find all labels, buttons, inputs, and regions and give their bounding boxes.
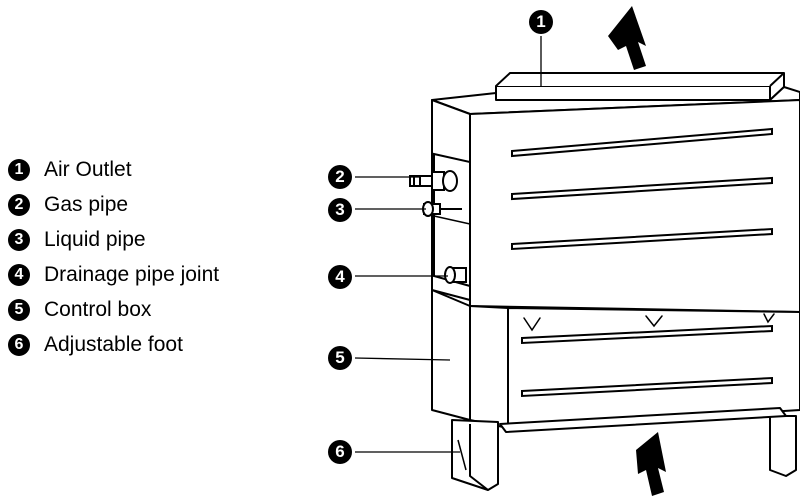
legend-label: Drainage pipe joint [44,262,220,286]
callout-2: 2 [328,165,352,189]
callout-1: 1 [529,10,553,34]
upper-grille-slot-3 [511,227,773,251]
legend-item-air-outlet: 1 Air Outlet [8,152,278,187]
outlet-airflow-arrow [608,6,646,70]
legend-label: Air Outlet [44,157,132,181]
upper-grille-slot-2 [511,176,773,201]
legend-label: Gas pipe [44,192,129,216]
leader-line-5 [354,357,451,361]
inlet-airflow-arrow [636,432,666,496]
back-foot-right [769,415,797,477]
legend-label: Adjustable foot [44,332,183,356]
legend-item-adjustable-foot: 6 Adjustable foot [8,327,278,362]
callout-3: 3 [328,198,352,222]
front-foot-left [451,419,499,491]
parts-legend: 1 Air Outlet 2 Gas pipe 3 Liquid pipe 4 … [8,152,278,362]
legend-label: Liquid pipe [44,227,146,251]
air-outlet-duct-top [495,72,785,87]
air-outlet-duct [495,85,771,101]
legend-label: Control box [44,297,152,321]
lower-grille-slot-1 [521,324,773,345]
legend-item-liquid-pipe: 3 Liquid pipe [8,222,278,257]
lower-grille-slot-2 [521,376,773,398]
callout-5: 5 [328,346,352,370]
callout-4: 4 [328,265,352,289]
bottom-return-lip [499,407,787,433]
legend-item-control-box: 5 Control box [8,292,278,327]
number-badge: 3 [8,228,30,251]
number-badge: 5 [8,298,30,321]
number-badge: 6 [8,333,30,356]
callout-6: 6 [328,440,352,464]
legend-item-drainage-pipe-joint: 4 Drainage pipe joint [8,257,278,292]
legend-item-gas-pipe: 2 Gas pipe [8,187,278,222]
number-badge: 2 [8,193,30,216]
number-badge: 1 [8,158,30,181]
number-badge: 4 [8,263,30,286]
upper-grille-slot-1 [511,127,773,158]
